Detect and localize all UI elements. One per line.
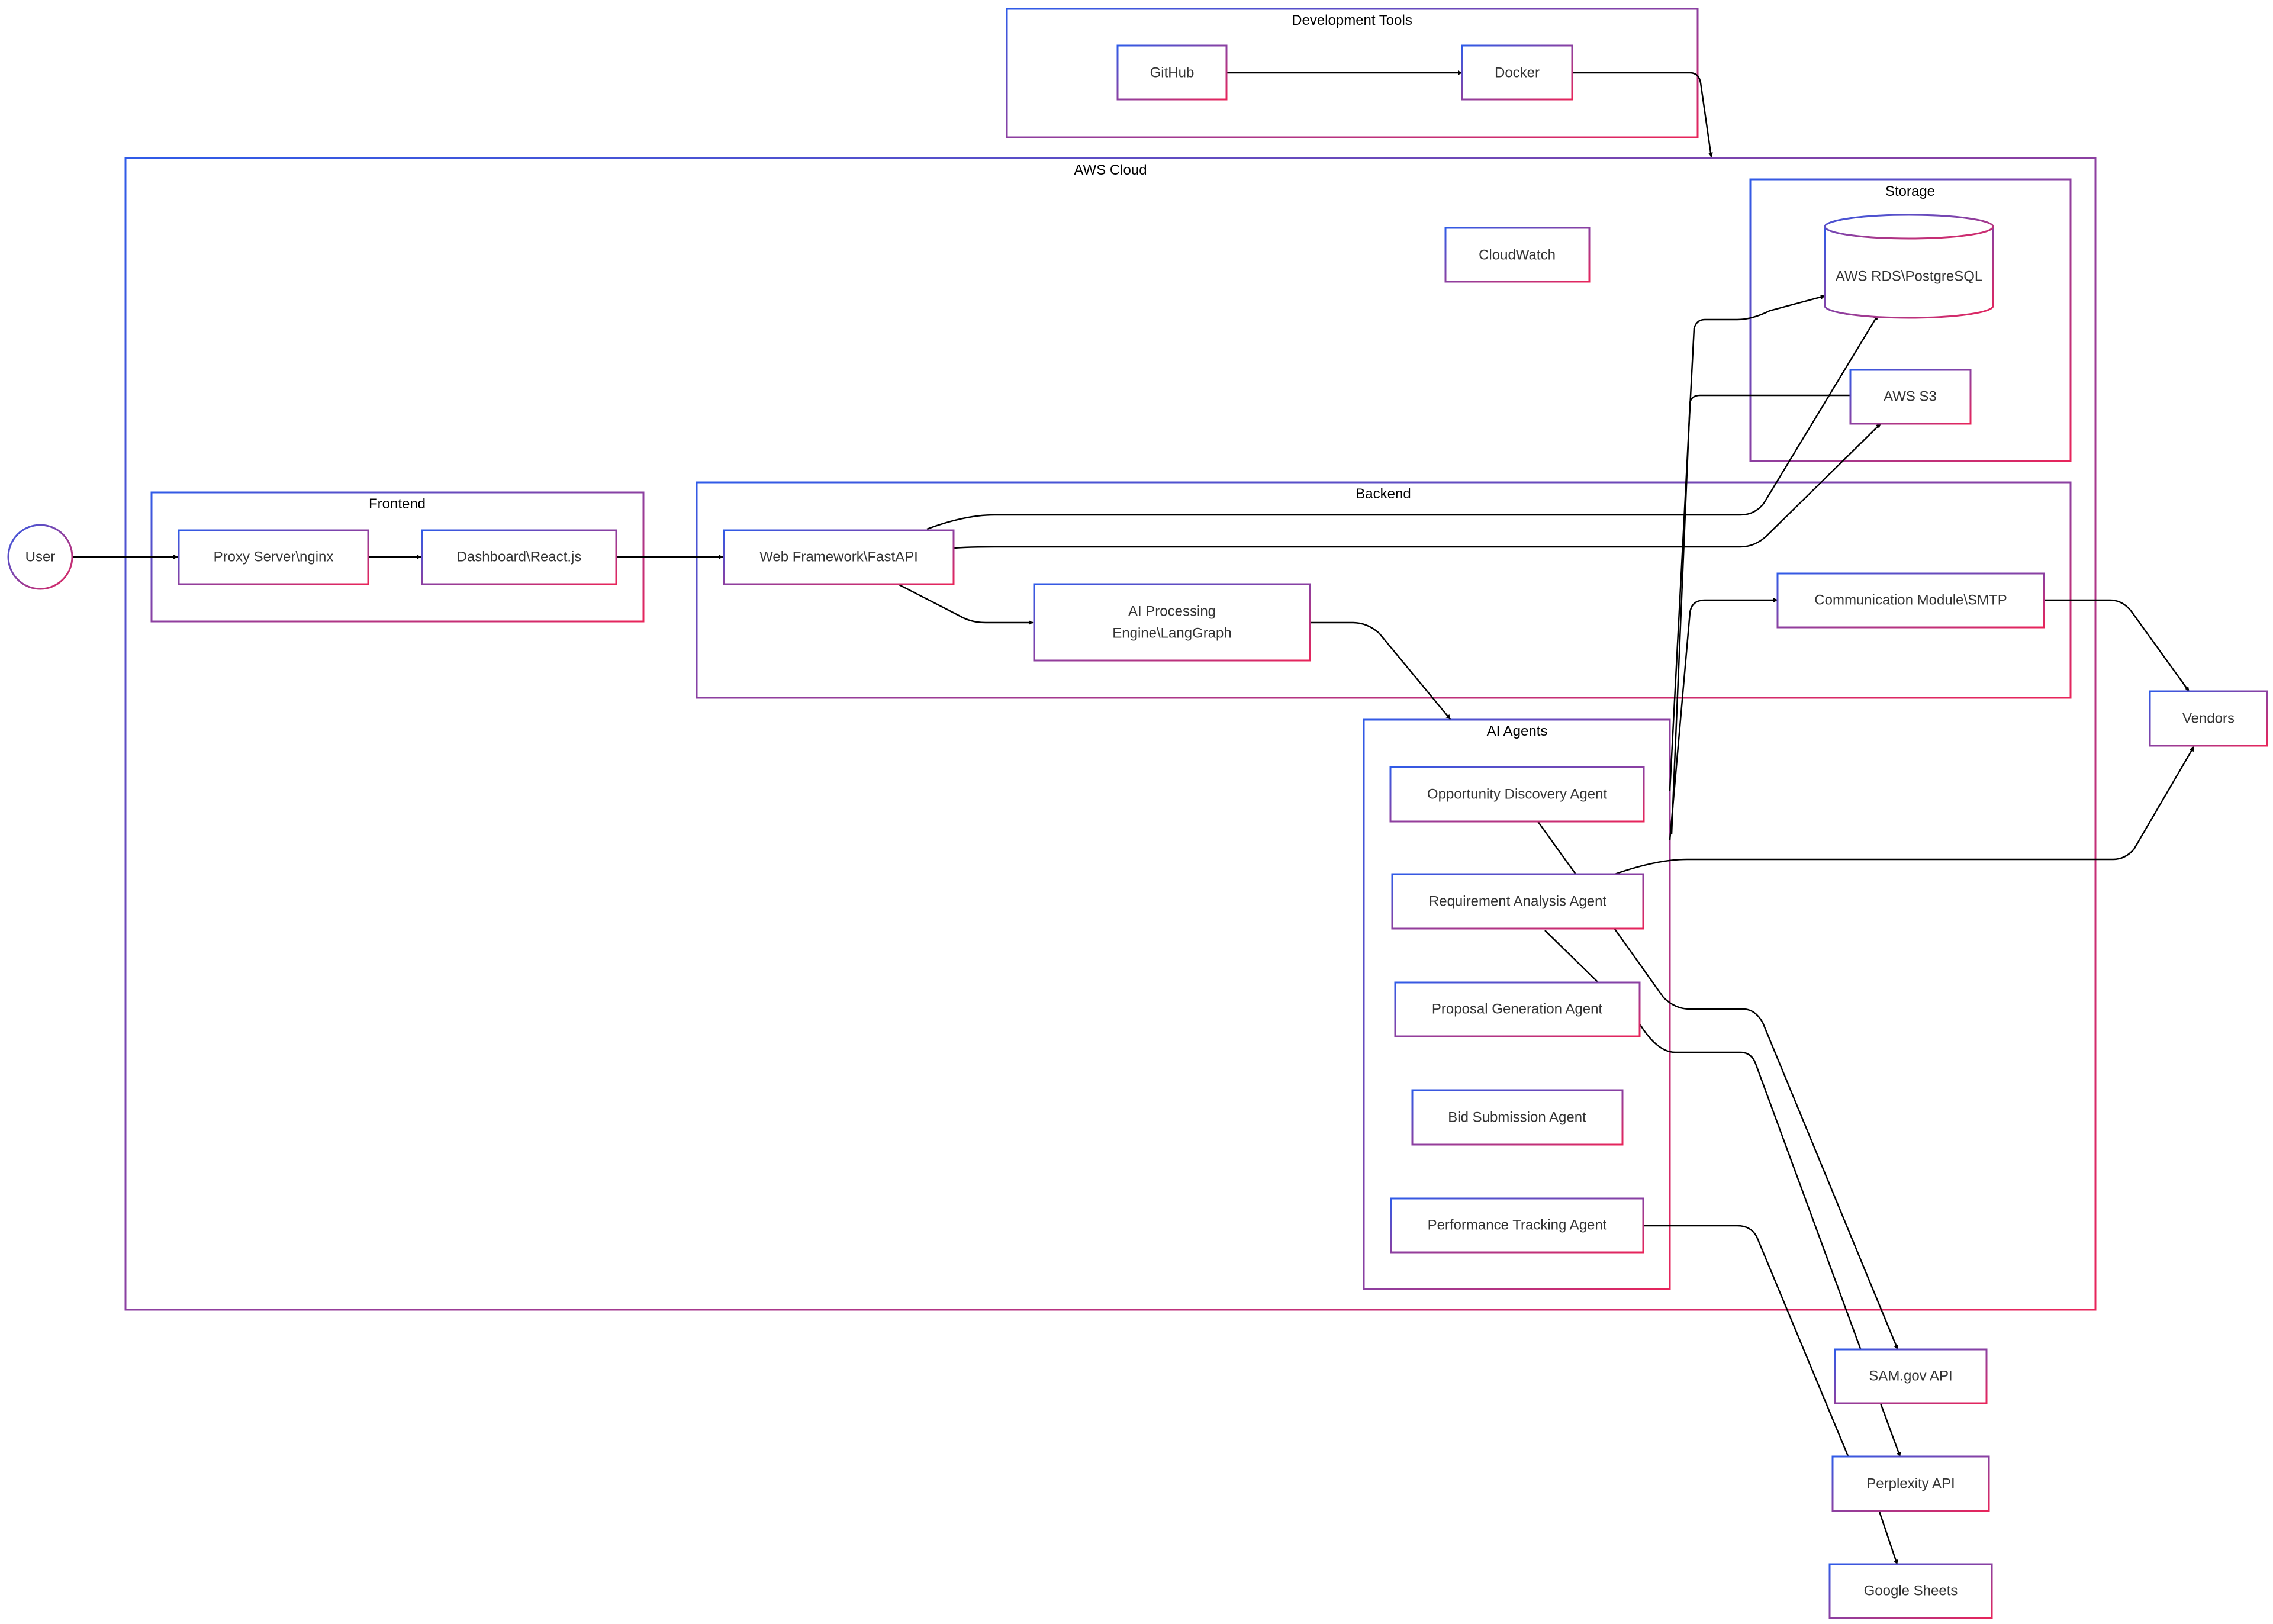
cluster-label-backend: Backend	[1356, 486, 1411, 502]
node-label-aws-rds: AWS RDS\PostgreSQL	[1836, 269, 1983, 285]
edge-req-agent-to-vendors	[1614, 746, 2195, 875]
cluster-storage: Storage	[1749, 178, 2072, 462]
cluster-label-aws-cloud: AWS Cloud	[1074, 162, 1147, 178]
node-requirement-analysis-agent[interactable]: Requirement Analysis Agent	[1391, 873, 1644, 930]
node-proposal-generation-agent[interactable]: Proposal Generation Agent	[1394, 981, 1641, 1037]
edge-webfw-to-ai-engine	[897, 583, 1034, 625]
node-label-performance-tracking-agent: Performance Tracking Agent	[1428, 1217, 1607, 1233]
node-label-perplexity-api: Perplexity API	[1866, 1476, 1955, 1492]
node-github[interactable]: GitHub	[1116, 44, 1228, 101]
node-bid-submission-agent[interactable]: Bid Submission Agent	[1411, 1089, 1624, 1146]
node-label-requirement-analysis-agent: Requirement Analysis Agent	[1429, 894, 1607, 910]
edge-ai-agents-to-comm	[1669, 598, 1778, 841]
cluster-label-storage: Storage	[1885, 183, 1935, 199]
edges	[72, 70, 2195, 1564]
cluster-development-tools: Development Tools	[1006, 8, 1699, 138]
node-aws-rds[interactable]: AWS RDS\PostgreSQL	[1824, 214, 1994, 319]
node-label-vendors: Vendors	[2182, 711, 2235, 727]
node-performance-tracking-agent[interactable]: Performance Tracking Agent	[1390, 1197, 1644, 1254]
node-web-framework[interactable]: Web Framework\FastAPI	[723, 529, 955, 585]
edge-ai-agents-to-rds	[1669, 295, 1826, 791]
node-ai-processing-engine[interactable]: AI Processing Engine\LangGraph	[1033, 583, 1311, 662]
cluster-label-frontend: Frontend	[369, 496, 426, 512]
node-label-dashboard: Dashboard\React.js	[457, 549, 582, 565]
node-label-cloudwatch: CloudWatch	[1479, 247, 1556, 263]
node-label-opportunity-discovery-agent: Opportunity Discovery Agent	[1427, 787, 1607, 803]
node-label-communication-module: Communication Module\SMTP	[1814, 592, 2007, 608]
edge-webfw-to-rds	[926, 315, 1879, 530]
cluster-label-ai-agents: AI Agents	[1487, 723, 1548, 739]
node-label-proxy-server: Proxy Server\nginx	[214, 549, 334, 565]
node-aws-s3[interactable]: AWS S3	[1849, 369, 1972, 425]
edge-ai-engine-to-ai-agents	[1310, 621, 1451, 720]
edge-docker-to-aws-cloud	[1572, 72, 1713, 157]
node-cloudwatch[interactable]: CloudWatch	[1444, 227, 1591, 283]
edge-perf-agent-to-sheets	[1643, 1225, 1897, 1564]
node-label-ai-engine-line2: Engine\LangGraph	[1112, 626, 1232, 642]
edge-ai-agents-to-s3	[1670, 393, 1869, 835]
node-label-ai-engine-line1: AI Processing	[1128, 604, 1216, 620]
cluster-ai-agents: AI Agents	[1363, 718, 1671, 1290]
cluster-aws-cloud: AWS Cloud	[124, 157, 2097, 1311]
edge-comm-to-vendors	[2044, 599, 2190, 692]
cluster-backend: Backend	[696, 481, 2072, 699]
node-label-web-framework: Web Framework\FastAPI	[759, 549, 918, 565]
edge-prop-agent-to-perplexity	[1638, 1023, 1901, 1457]
node-user[interactable]: User	[7, 524, 73, 590]
node-label-google-sheets: Google Sheets	[1864, 1583, 1958, 1599]
node-label-proposal-generation-agent: Proposal Generation Agent	[1432, 1001, 1603, 1017]
node-sam-gov-api[interactable]: SAM.gov API	[1834, 1348, 1988, 1404]
node-vendors[interactable]: Vendors	[2149, 690, 2268, 747]
node-docker[interactable]: Docker	[1461, 44, 1573, 101]
edge-opp-agent-to-sam	[1537, 821, 1899, 1350]
node-perplexity-api[interactable]: Perplexity API	[1831, 1455, 1990, 1512]
node-proxy-server[interactable]: Proxy Server\nginx	[178, 529, 369, 585]
node-google-sheets[interactable]: Google Sheets	[1828, 1563, 1993, 1619]
node-dashboard[interactable]: Dashboard\React.js	[421, 529, 617, 585]
node-label-aws-s3: AWS S3	[1884, 389, 1937, 405]
edge-webfw-to-s3	[953, 423, 1881, 549]
cluster-label-development-tools: Development Tools	[1292, 12, 1412, 28]
node-label-user: User	[25, 549, 56, 565]
node-communication-module[interactable]: Communication Module\SMTP	[1776, 572, 2045, 629]
node-label-bid-submission-agent: Bid Submission Agent	[1448, 1110, 1586, 1126]
node-label-sam-gov-api: SAM.gov API	[1869, 1368, 1952, 1384]
node-opportunity-discovery-agent[interactable]: Opportunity Discovery Agent	[1389, 766, 1645, 823]
node-label-github: GitHub	[1150, 65, 1195, 81]
node-label-docker: Docker	[1495, 65, 1540, 81]
